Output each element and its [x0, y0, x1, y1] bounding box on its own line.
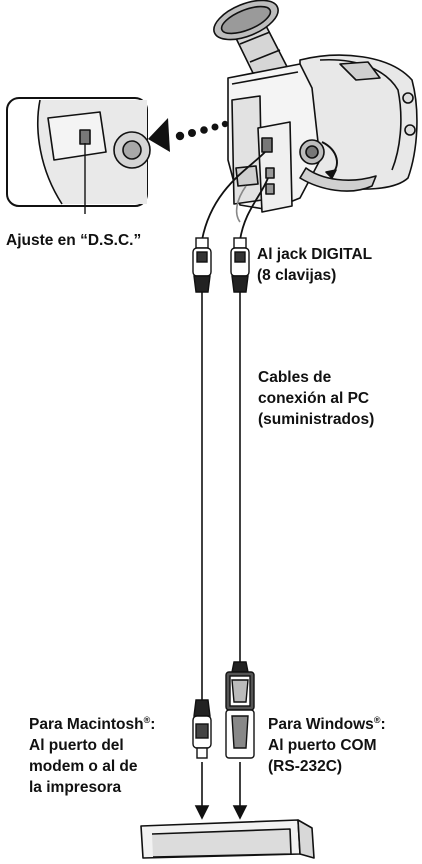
windows-label-line3: (RS-232C) — [268, 758, 343, 775]
magnify-indicator — [148, 118, 229, 152]
windows-label-line2: Al puerto COM — [268, 737, 377, 754]
mac-label-line2: Al puerto del — [29, 737, 124, 754]
inset-detail — [6, 97, 151, 214]
mac-registered-mark: ® — [143, 714, 151, 725]
mac-label-line3: modem o al de — [29, 758, 138, 775]
mac-label-line1: Para Macintosh®: — [29, 715, 155, 734]
personal-computer-drawing — [140, 819, 315, 859]
computer-side-connectors — [192, 661, 255, 759]
camcorder-drawing — [213, 0, 418, 213]
windows-label-line1: Para Windows®: — [268, 715, 386, 734]
mac-label-colon: : — [150, 716, 156, 733]
direction-arrows — [194, 762, 248, 820]
digital-jack-plugs — [192, 237, 250, 293]
dsc-setting-label: Ajuste en “D.S.C.” — [6, 232, 142, 249]
cables-label-line1: Cables de — [258, 369, 332, 386]
windows-label-name: Para Windows — [268, 716, 374, 733]
cables-label-line2: conexión al PC — [258, 390, 370, 407]
digital-jack-label-line1: Al jack DIGITAL — [257, 246, 373, 263]
windows-label-colon: : — [380, 716, 386, 733]
mac-label-line4: la impresora — [29, 779, 122, 796]
mac-label-name: Para Macintosh — [29, 716, 144, 733]
windows-registered-mark: ® — [373, 714, 381, 725]
cables-label-line3: (suministrados) — [258, 411, 375, 428]
pc-connection-cables — [201, 151, 269, 700]
digital-jack-label-line2: (8 clavijas) — [257, 267, 337, 284]
